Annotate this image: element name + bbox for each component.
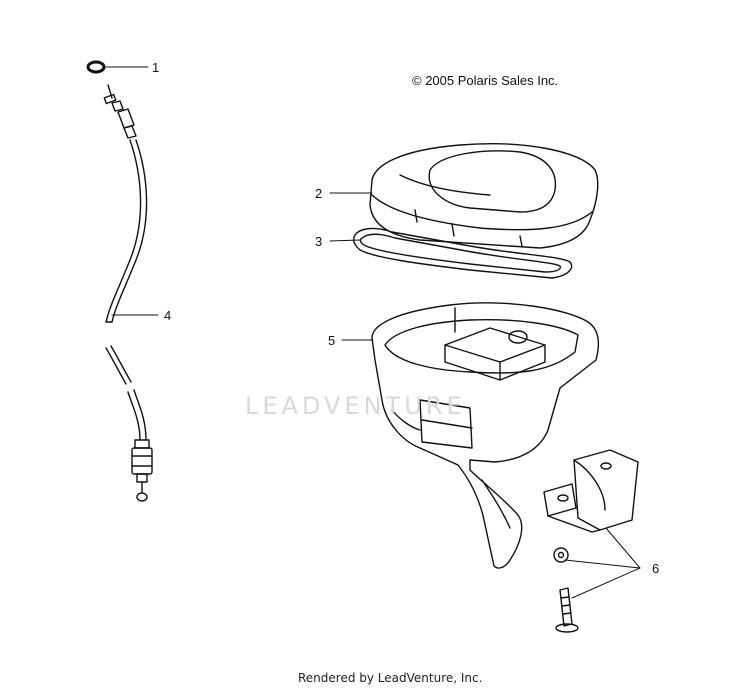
callout-6: 6	[652, 561, 660, 576]
footer-credit: Rendered by LeadVenture, Inc.	[298, 671, 483, 685]
copyright-notice: © 2005 Polaris Sales Inc.	[412, 73, 559, 88]
callout-3: 3	[315, 234, 323, 249]
leader-lines	[105, 66, 641, 599]
throttle-housing-part	[371, 302, 600, 569]
watermark-text: LEADVENTURE	[245, 392, 466, 420]
throttle-cable-part	[103, 84, 153, 502]
gasket-part	[352, 227, 573, 279]
o-ring-part	[86, 60, 106, 74]
callout-2: 2	[315, 186, 323, 201]
callout-4: 4	[164, 308, 172, 323]
callout-5: 5	[328, 333, 336, 348]
callout-1: 1	[152, 60, 160, 75]
housing-cover-part	[369, 143, 599, 249]
clamp-hardware-part	[543, 449, 639, 633]
